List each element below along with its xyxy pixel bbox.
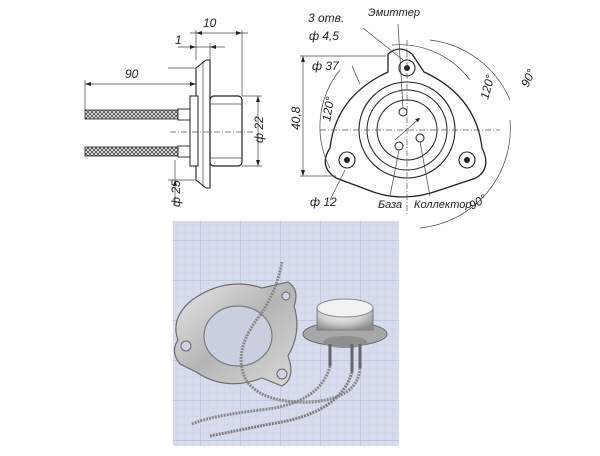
body-side <box>209 95 243 167</box>
base-pin <box>394 141 404 151</box>
dim-90-label: 90 <box>125 67 139 81</box>
photo-wire-2 <box>209 371 354 438</box>
side-view-drawing: 10 1 90 ф 22 ф 25 <box>84 16 266 207</box>
flange-top <box>324 48 487 198</box>
dim-phi25-label: ф 25 <box>169 180 183 207</box>
collector-label: Коллектор <box>414 199 471 211</box>
dim-10-label: 10 <box>203 16 217 30</box>
pcd-label: ф 37 <box>312 59 340 73</box>
base-label: База <box>378 199 402 211</box>
emitter-label: Эмиттер <box>368 7 420 19</box>
angle-top-right-label: 90° <box>518 67 538 90</box>
photo-wire-3 <box>239 261 362 404</box>
hole-diameter-label: ф 4,5 <box>309 29 339 43</box>
upper-lead <box>84 109 181 120</box>
top-view-drawing: 40,8 3 отв. ф 4,5 Эмиттер ф 37 120° 120°… <box>289 7 538 229</box>
dim-40-8-label: 40,8 <box>289 106 303 130</box>
photo-wire-1 <box>191 365 332 426</box>
holes-label: 3 отв. <box>308 11 344 25</box>
lug-diameter-label: ф 12 <box>310 195 337 209</box>
transistor-photo <box>173 221 399 446</box>
emitter-pin <box>398 107 408 117</box>
dim-1-label: 1 <box>175 33 182 47</box>
angle-left-label: 120° <box>319 95 337 122</box>
dim-phi22-label: ф 22 <box>252 116 266 143</box>
lower-lead <box>84 146 181 157</box>
collector-pin <box>415 133 425 143</box>
angle-right-label: 120° <box>477 73 497 101</box>
